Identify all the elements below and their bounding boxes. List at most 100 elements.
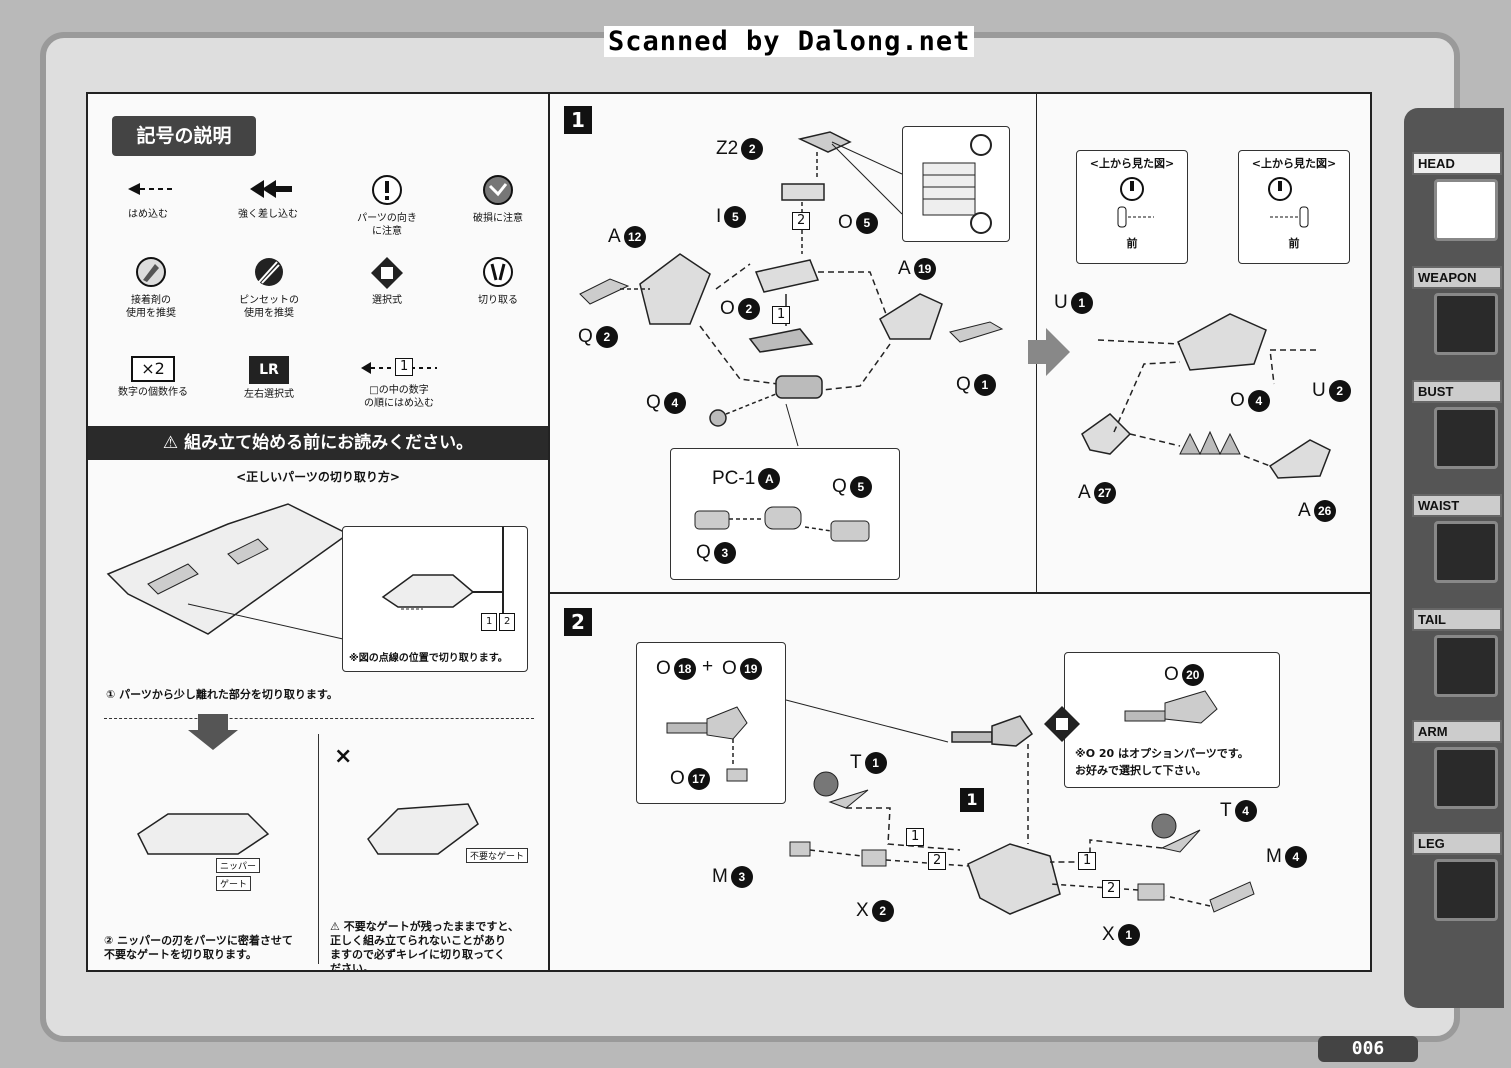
front-label: 前 [1288,237,1300,250]
wrong-mark: × [334,744,353,769]
legend-order: 1 □の中の数字 の順にはめ込む [344,356,454,410]
waist-thumbnail [1434,521,1498,583]
tab-leg[interactable]: LEG [1412,832,1502,936]
tail-thumbnail [1434,635,1498,697]
detail-illustration [922,134,992,234]
option-note: ※O 20 はオプションパーツです。 お好みで選択して下さい。 [1075,747,1249,777]
double-arrow-icon [250,180,292,198]
detail-inset [902,126,1010,242]
watermark: Scanned by Dalong.net [604,26,975,57]
cutting-inset: 1 2 ※図の点線の位置で切り取ります。 [342,526,528,672]
legend-label: 強く差し込む [238,209,298,220]
legend-tweezers: ピンセットの 使用を推奨 [224,256,314,320]
warning-header-text: 組み立て始める前にお読みください。 [184,433,474,453]
exclamation-circle-icon [372,175,402,205]
choice-icon [1044,706,1080,742]
divider [104,718,534,719]
tab-weapon[interactable]: WEAPON [1412,266,1502,370]
legend-cut: 切り取る [458,256,538,307]
cutting-subtitle: <正しいパーツの切り取り方> [236,470,400,484]
legend-label: ピンセットの 使用を推奨 [239,295,299,319]
tab-head[interactable]: HEAD [1412,152,1502,256]
warning-triangle-icon: ⚠ [330,920,340,933]
x2-icon: ×2 [131,356,175,382]
step1-panel: 1 [548,92,1372,594]
legend-title: 記号の説明 [112,116,256,156]
tab-arm[interactable]: ARM [1412,720,1502,824]
step-number: 1 [564,106,592,134]
top-view-inset-left: <上から見た図> 前 [1076,150,1188,264]
legend-label: はめ込む [128,209,168,220]
legend-label: 選択式 [372,295,402,306]
damage-icon [483,175,513,205]
bust-thumbnail [1434,407,1498,469]
order-badge: 1 [772,306,791,324]
gate-closeup [381,527,504,627]
bad-gate-label: 不要なゲート [466,848,529,863]
step-number: 2 [564,608,592,636]
step2-assembly [785,699,1255,915]
dashed-arrow-icon [128,183,176,195]
step1-assembly [579,131,1331,479]
legend-lr: LR 左右選択式 [224,356,314,401]
order-badge: 1 [1078,852,1097,870]
tab-label: WEAPON [1412,266,1502,289]
legend-damage: 破損に注意 [458,174,538,225]
cutting-step2: ② ニッパーの刃をパーツに密着させて 不要なゲートを切り取ります。 [104,934,293,961]
cut-icon [483,257,513,287]
nipper-label: ニッパー [216,858,261,873]
legend-label: パーツの向き に注意 [357,213,417,237]
legend-label: 数字の個数作る [118,387,188,398]
legend-choice: 選択式 [344,256,430,307]
tab-label: ARM [1412,720,1502,743]
tab-label: WAIST [1412,494,1502,517]
gate-label: ゲート [216,876,252,891]
legend-glue: 接着剤の 使用を推奨 [108,256,194,320]
choice-icon [371,257,403,289]
head-thumbnail [1434,179,1498,241]
order-badge: 2 [499,613,516,631]
down-arrow-icon [188,714,238,750]
tab-waist[interactable]: WAIST [1412,494,1502,598]
numbered-arrow-icon: 1 [359,356,439,380]
lr-icon: LR [249,356,289,384]
leg-thumbnail [1434,859,1498,921]
tab-bust[interactable]: BUST [1412,380,1502,484]
page-number: 006 [1318,1036,1418,1062]
arm-thumbnail [1434,747,1498,809]
legend-push: 強く差し込む [228,174,308,221]
order-badge: 1 [906,828,925,846]
tab-tail[interactable]: TAIL [1412,608,1502,712]
order-badge: 2 [928,852,947,870]
option-inset: ※O 20 はオプションパーツです。 お好みで選択して下さい。 [1064,652,1280,788]
legend-count: ×2 数字の個数作る [108,356,198,399]
order-badge: 1 [395,358,414,376]
top-view-illustration [1268,177,1309,228]
legend-insert: はめ込む [108,174,188,221]
legend-label: □の中の数字 の順にはめ込む [364,385,434,409]
top-view-inset-right: <上から見た図> 前 [1238,150,1350,264]
order-badge: 1 [481,613,498,631]
cutting-warning-text: 不要なゲートが残ったままですと、 正しく組み立てられないことがあり ますので必ず… [330,920,519,972]
weapon-thumbnail [1434,293,1498,355]
legend-label: 破損に注意 [473,213,523,224]
